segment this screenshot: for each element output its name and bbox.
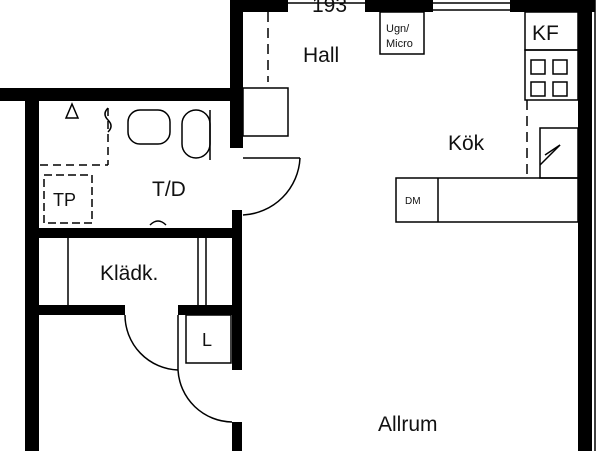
- fixture-label-kf: KF: [532, 22, 559, 45]
- wall-bottom-stub: [232, 422, 242, 451]
- wall-top-mid: [365, 0, 433, 12]
- room-label-kladk: Klädk.: [100, 262, 158, 285]
- wall-bath-bottom: [25, 228, 240, 238]
- fixture-label-tp: TP: [53, 190, 76, 210]
- fixture-label-dm: DM: [405, 196, 421, 207]
- room-label-kok: Kök: [448, 132, 485, 155]
- wall-bath-right-upper: [232, 100, 243, 148]
- wall-top-right: [510, 0, 595, 12]
- wall-right: [578, 0, 592, 451]
- wall-closet-bottom: [25, 305, 125, 315]
- wall-inner-vertical: [232, 210, 242, 370]
- wall-top-left: [230, 0, 288, 12]
- dimension-label: 193: [312, 0, 347, 17]
- room-label-allrum: Allrum: [378, 413, 438, 436]
- fixture-label-ugn: Ugn/: [386, 23, 410, 35]
- wall-left-top: [0, 88, 243, 101]
- fixture-label-micro: Micro: [386, 38, 413, 50]
- room-label-td: T/D: [152, 178, 186, 201]
- thin-lines: [40, 0, 596, 451]
- room-label-hall: Hall: [303, 44, 339, 67]
- wall-closet-bottom-right: [178, 305, 240, 315]
- wall-left: [25, 88, 39, 451]
- walls: [0, 0, 595, 451]
- fixture-label-l: L: [202, 330, 212, 350]
